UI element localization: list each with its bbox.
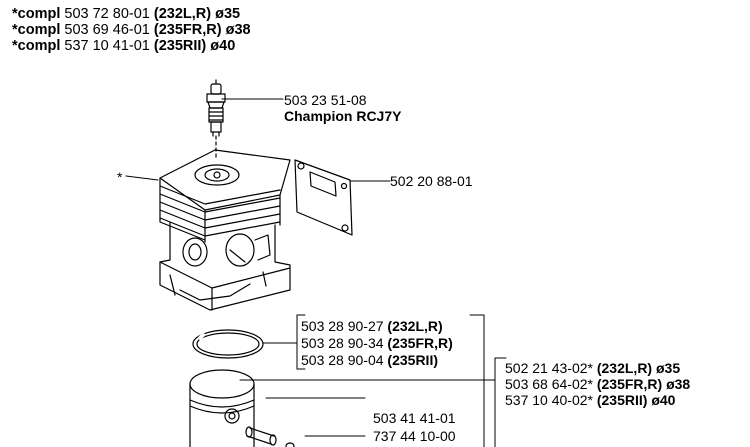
piston-pin-drawing [245,426,277,446]
header-models: (235RII) ø40 [153,38,236,54]
piston-ring-option: 503 28 90-27 (232L,R) [301,318,453,335]
piston-option: 502 21 43-02* (232L,R) ø35 [505,360,690,376]
circlip-drawing [285,442,295,447]
header-part-number: 537 10 41-01 [64,38,150,54]
header-prefix: *compl [12,38,61,54]
piston-ring-label: 503 28 90-27 (232L,R) 503 28 90-34 (235F… [301,318,453,369]
circlip-part-number: 737 44 10-00 [373,428,456,444]
spark-plug-drawing [206,79,226,161]
piston-ring-part-number: 503 28 90-27 [301,318,384,334]
piston-pin-part-number: 503 41 41-01 [373,410,456,426]
cylinder-marker: * [117,169,123,185]
piston-models: (235RII) ø40 [596,392,676,408]
spark-plug-description: Champion RCJ7Y [284,108,402,124]
leader-lines [125,98,507,447]
piston-part-number: 502 21 43-02* [505,360,593,376]
piston-part-number: 503 68 64-02* [505,376,593,392]
header-prefix: *compl [12,22,61,38]
piston-part-number: 537 10 40-02* [505,392,593,408]
piston-ring-models: (235RII) [387,352,438,368]
spark-plug-part-number: 503 23 51-08 [284,92,367,108]
piston-drawing [189,369,255,447]
piston-models: (235FR,R) ø38 [596,376,691,392]
spark-plug-label: 503 23 51-08 Champion RCJ7Y [284,92,401,124]
header-models: (235FR,R) ø38 [153,22,251,38]
header-line-3: *compl 537 10 41-01 (235RII) ø40 [12,38,235,54]
gasket-drawing [294,159,353,236]
piston-option: 537 10 40-02* (235RII) ø40 [505,392,690,408]
piston-ring-part-number: 503 28 90-04 [301,352,384,368]
gasket-part-number: 502 20 88-01 [390,173,473,189]
header-line-2: *compl 503 69 46-01 (235FR,R) ø38 [12,22,251,38]
cylinder-drawing [159,149,291,311]
piston-ring-models: (235FR,R) [387,335,453,351]
piston-ring-models: (232L,R) [387,318,443,334]
piston-ring-part-number: 503 28 90-34 [301,335,384,351]
piston-ring-option: 503 28 90-04 (235RII) [301,352,453,369]
piston-models: (232L,R) ø35 [596,360,681,376]
header-prefix: *compl [12,6,61,22]
piston-ring-drawing [192,329,264,359]
piston-option: 503 68 64-02* (235FR,R) ø38 [505,376,690,392]
header-line-1: *compl 503 72 80-01 (232L,R) ø35 [12,6,240,22]
header-models: (232L,R) ø35 [153,6,241,22]
header-part-number: 503 72 80-01 [64,6,150,22]
piston-label: 502 21 43-02* (232L,R) ø35 503 68 64-02*… [505,360,690,408]
header-part-number: 503 69 46-01 [64,22,150,38]
piston-ring-option: 503 28 90-34 (235FR,R) [301,335,453,352]
